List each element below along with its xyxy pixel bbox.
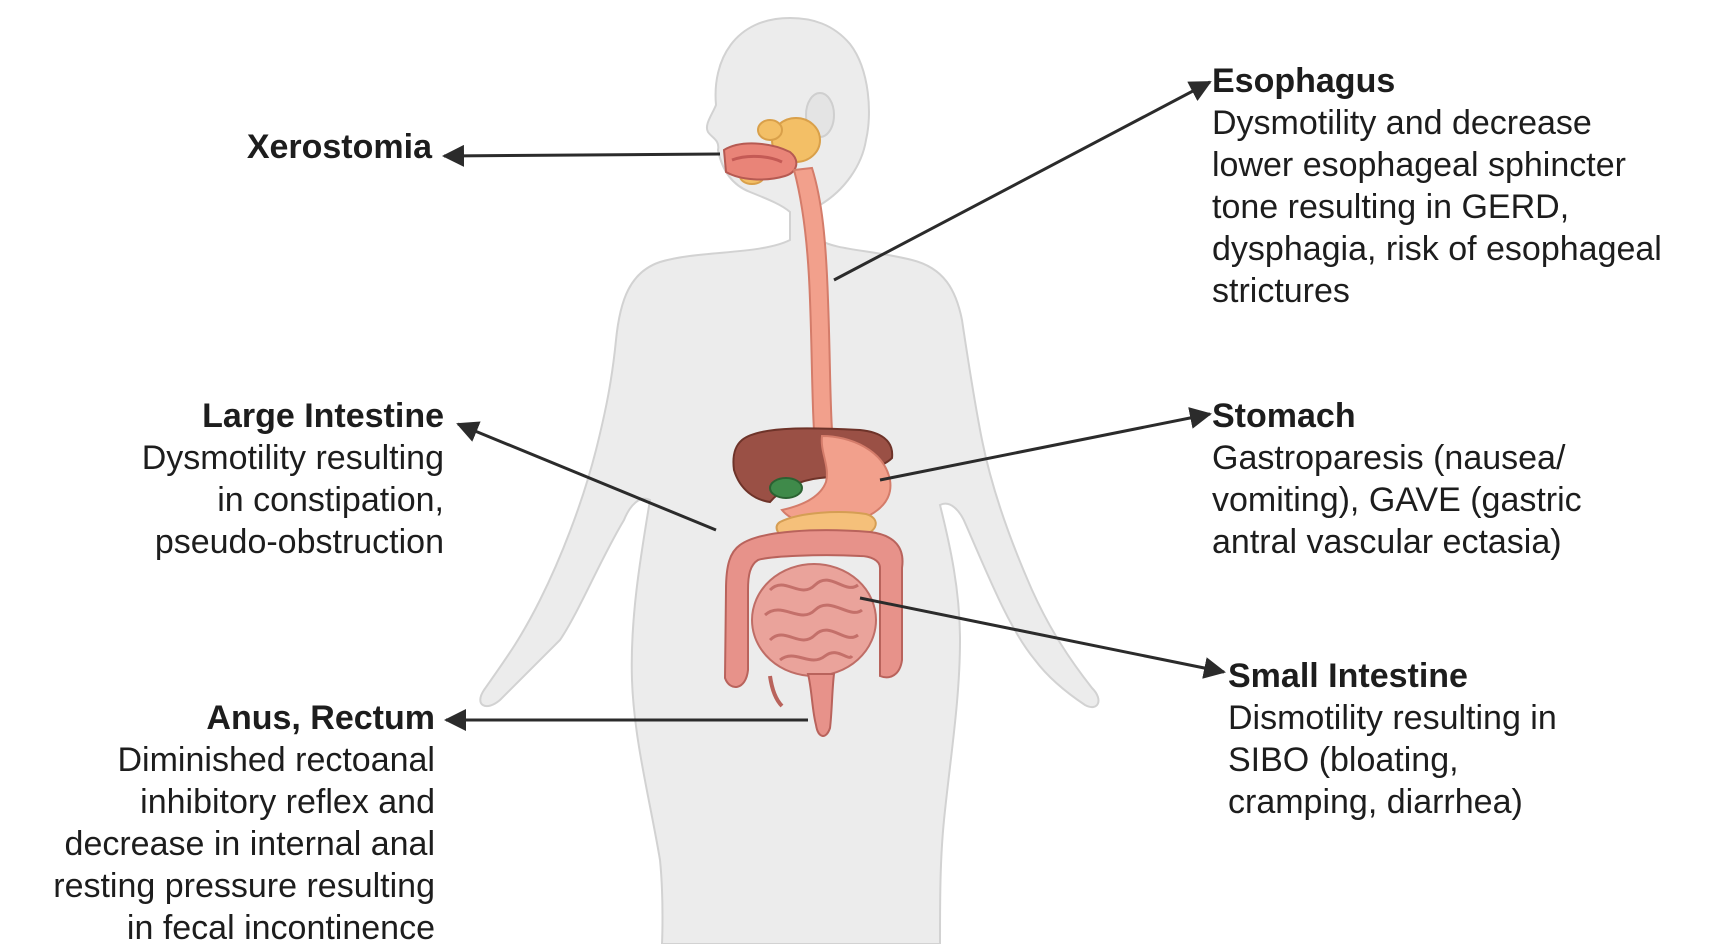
label-description: Gastroparesis (nausea/ vomiting), GAVE (… xyxy=(1212,437,1702,563)
label-description: Diminished rectoanal inhibitory reflex a… xyxy=(10,739,435,949)
label-title: Esophagus xyxy=(1212,60,1702,102)
label-description: Dysmotility resulting in constipation, p… xyxy=(60,437,444,563)
gallbladder-organ xyxy=(770,478,802,498)
arrow-esophagus xyxy=(834,82,1210,280)
label-large-intestine: Large Intestine Dysmotility resulting in… xyxy=(60,395,444,563)
label-esophagus: Esophagus Dysmotility and decrease lower… xyxy=(1212,60,1702,312)
label-stomach: Stomach Gastroparesis (nausea/ vomiting)… xyxy=(1212,395,1702,563)
label-description: Dysmotility and decrease lower esophagea… xyxy=(1212,102,1702,312)
label-title: Xerostomia xyxy=(200,126,432,168)
label-title: Large Intestine xyxy=(60,395,444,437)
label-description: Dismotility resulting in SIBO (bloating,… xyxy=(1228,697,1698,823)
label-anus-rectum: Anus, Rectum Diminished rectoanal inhibi… xyxy=(10,697,435,949)
label-title: Stomach xyxy=(1212,395,1702,437)
label-title: Small Intestine xyxy=(1228,655,1698,697)
arrow-xerostomia xyxy=(444,154,720,156)
label-xerostomia: Xerostomia xyxy=(200,126,432,168)
small-intestine-organ xyxy=(752,564,876,676)
label-small-intestine: Small Intestine Dismotility resulting in… xyxy=(1228,655,1698,823)
label-title: Anus, Rectum xyxy=(10,697,435,739)
